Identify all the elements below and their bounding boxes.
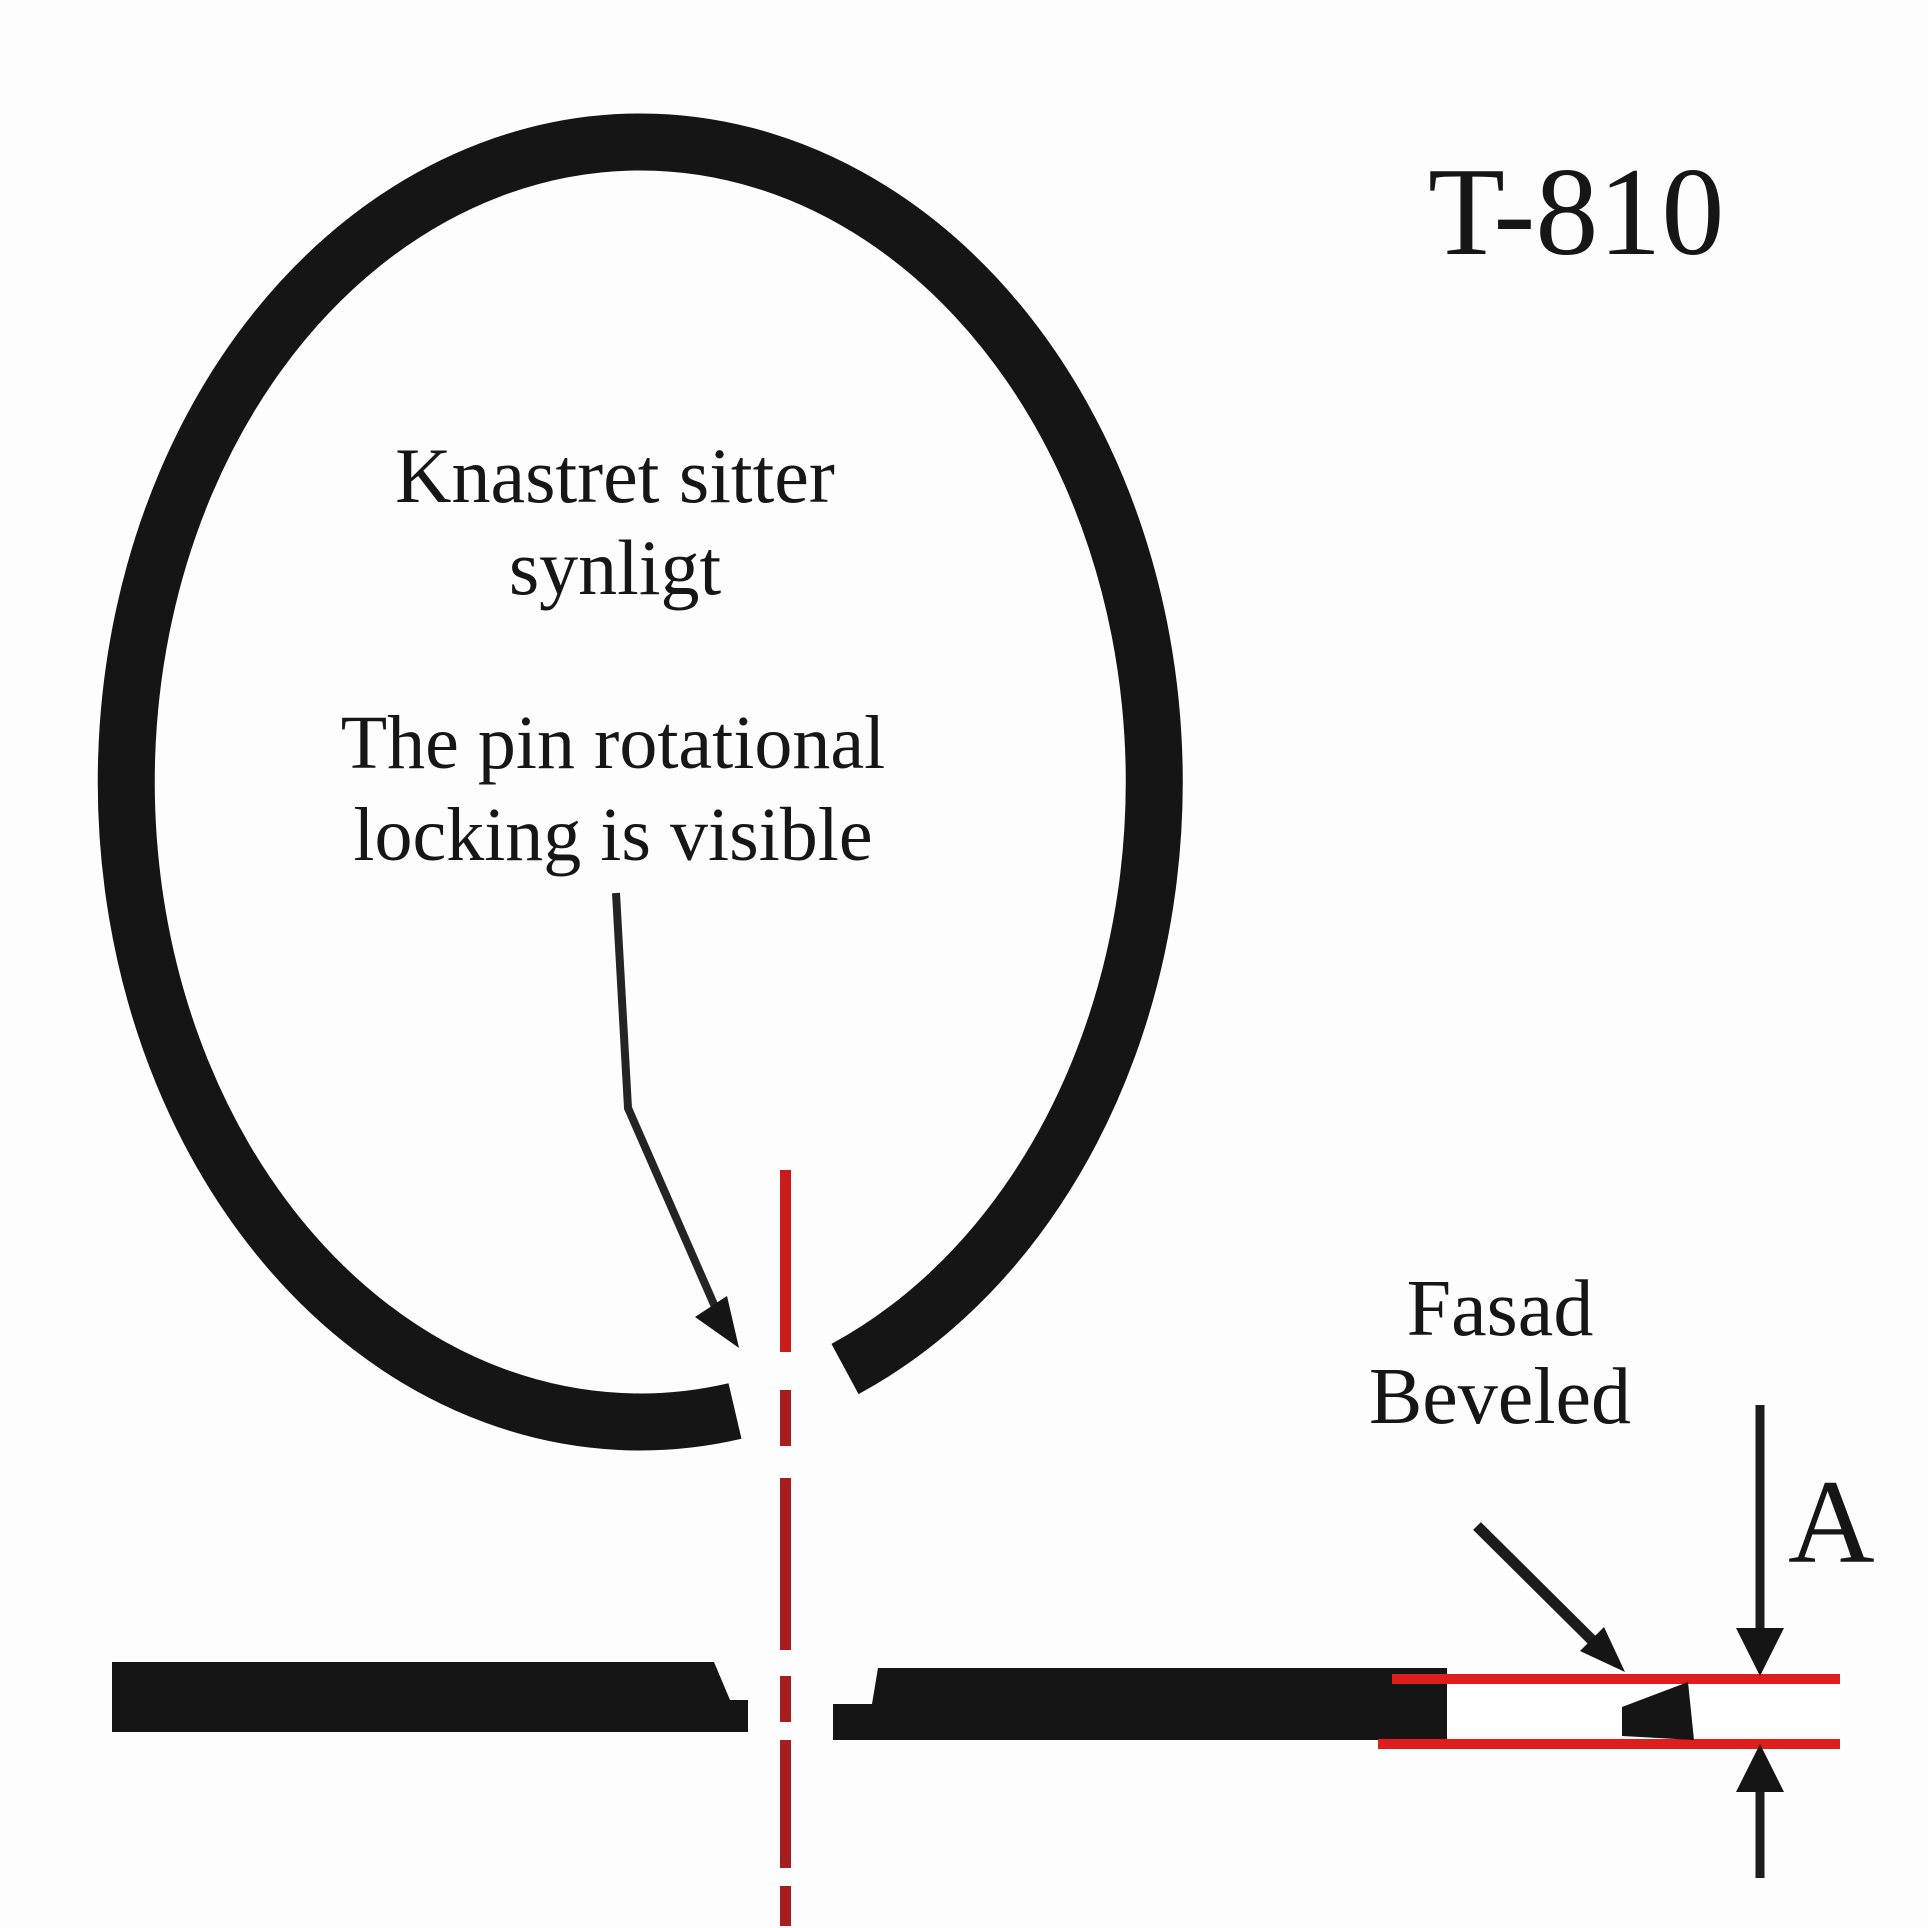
dimension-a-lower-arrow (1736, 1744, 1784, 1878)
bevel-leader-arrow (1473, 1522, 1625, 1672)
bevel-leader-line (1473, 1522, 1611, 1659)
gap-centerline-upper (780, 1170, 791, 1352)
bevel-section-top-line (1392, 1674, 1840, 1684)
bevel-leader-arrowhead-icon (1580, 1627, 1625, 1672)
pin-leader-line (612, 892, 727, 1327)
piston-ring-front-view (97, 113, 1183, 1451)
centerline-dash (780, 1740, 791, 1868)
bevel-section-outline (1378, 1674, 1840, 1749)
dimension-a-upper-arrow (1736, 1405, 1784, 1676)
bevel-section-bottom-line (1378, 1739, 1840, 1749)
centerline-dash (780, 1170, 791, 1352)
dimension-a-label: A (1788, 1455, 1875, 1588)
ring-side-view-right (833, 1668, 1447, 1740)
centerline-dash (780, 1886, 791, 1926)
dimension-arrowhead-down-icon (1736, 1628, 1784, 1676)
gap-centerline-lower (780, 1390, 791, 1926)
pin-leader-arrow (612, 892, 739, 1348)
knob-note-label: Knastret sitter synligt (395, 432, 835, 611)
centerline-dash (780, 1390, 791, 1446)
centerline-dash (780, 1676, 791, 1722)
ring-side-view-left (112, 1662, 748, 1732)
centerline-dash (780, 1478, 791, 1650)
dimension-arrowhead-up-icon (1736, 1744, 1784, 1792)
bevel-note-label: Fasad Beveled (1368, 1265, 1632, 1441)
bevel-wedge (1622, 1682, 1694, 1740)
pin-note-label: The pin rotational locking is visible (340, 701, 886, 877)
pin-leader-arrowhead-icon (695, 1296, 739, 1348)
page-title: T-810 (1428, 143, 1725, 282)
